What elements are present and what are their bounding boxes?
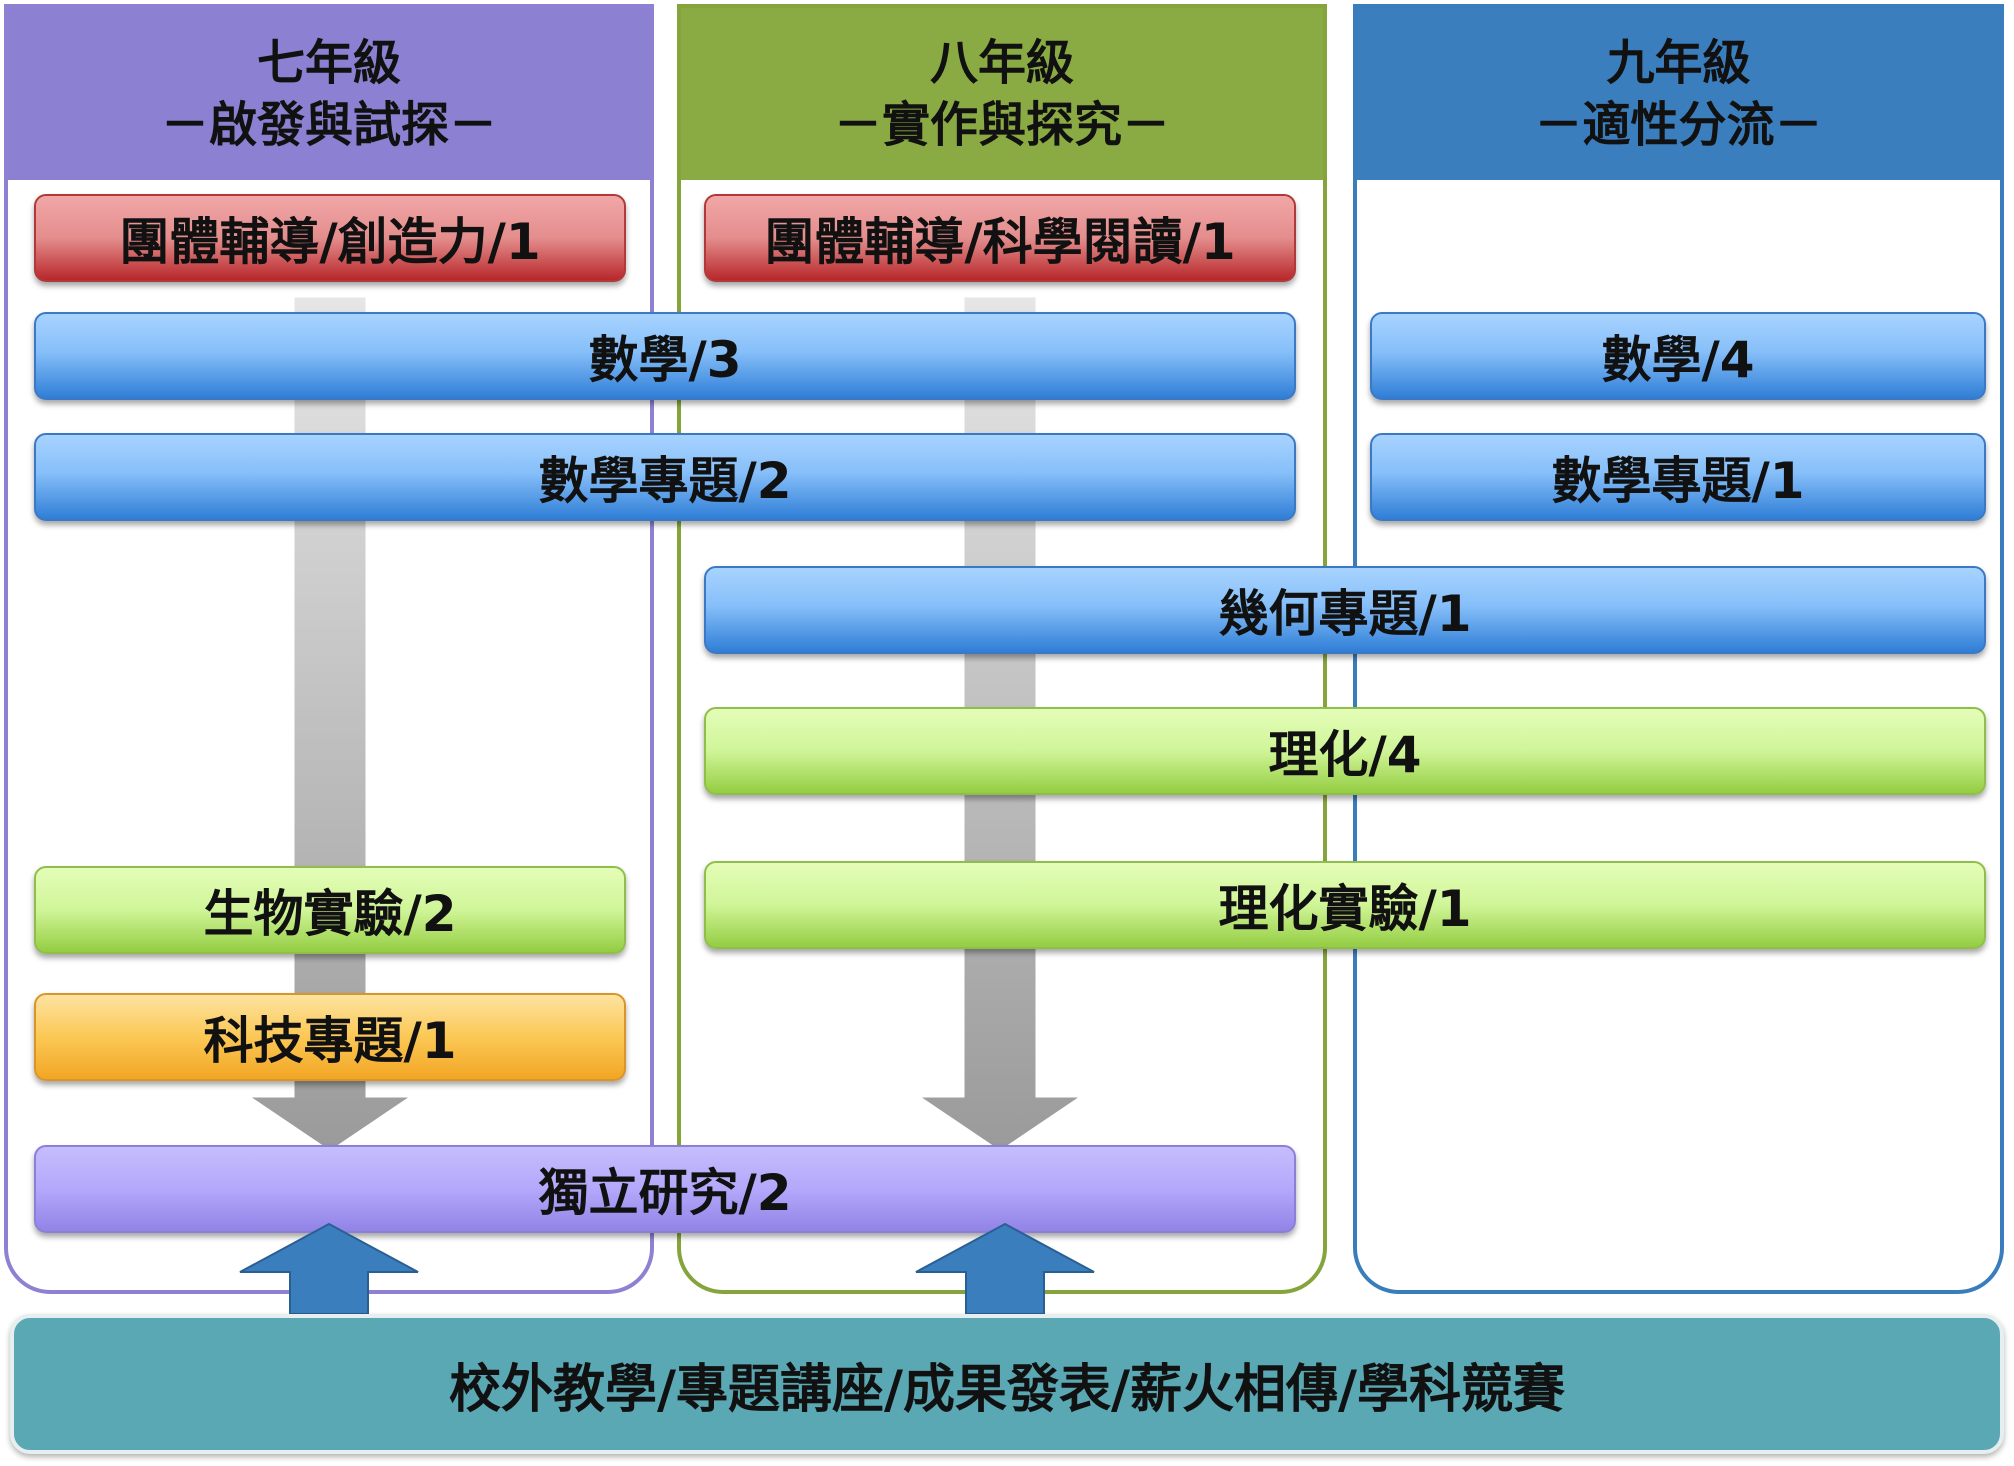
course-label: 生物實驗/2 [203, 885, 457, 943]
grade8-up-arrow [915, 1222, 1095, 1314]
grade8-title: 八年級 [929, 35, 1074, 91]
grade8-subtitle: －實作與探究－ [833, 97, 1170, 153]
course-label: 數學專題/1 [1551, 452, 1805, 510]
grade7-flow-arrow [245, 296, 415, 1152]
course-math-g9: 數學/4 [1370, 312, 1986, 400]
course-label: 獨立研究/2 [538, 1164, 792, 1222]
course-independent-study: 獨立研究/2 [34, 1145, 1296, 1233]
course-biology-lab: 生物實驗/2 [34, 866, 626, 954]
grade9-subtitle: －適性分流－ [1534, 97, 1823, 153]
course-label: 團體輔導/創造力/1 [119, 213, 541, 271]
grade7-header: 七年級 －啟發與試探－ [8, 8, 650, 180]
grade7-subtitle: －啟發與試探－ [160, 97, 497, 153]
course-label: 科技專題/1 [203, 1012, 457, 1070]
course-math-topic-g9: 數學專題/1 [1370, 433, 1986, 521]
course-geometry-topic: 幾何專題/1 [704, 566, 1986, 654]
course-math-g7-g8: 數學/3 [34, 312, 1296, 400]
grade9-header: 九年級 －適性分流－ [1357, 8, 2000, 180]
grade9-title: 九年級 [1606, 35, 1751, 91]
extracurricular-label: 校外教學/專題講座/成果發表/薪火相傳/學科競賽 [449, 1359, 1565, 1420]
course-label: 數學專題/2 [538, 452, 792, 510]
course-label: 幾何專題/1 [1218, 585, 1472, 643]
grade7-up-arrow [239, 1222, 419, 1314]
course-label: 數學/3 [588, 331, 742, 389]
grade7-title: 七年級 [256, 35, 401, 91]
course-physics-chemistry-lab: 理化實驗/1 [704, 861, 1986, 949]
course-label: 數學/4 [1601, 331, 1755, 389]
grade8-header: 八年級 －實作與探究－ [681, 8, 1323, 180]
course-physics-chemistry: 理化/4 [704, 707, 1986, 795]
course-label: 理化/4 [1268, 726, 1422, 784]
course-label: 理化實驗/1 [1218, 880, 1472, 938]
course-g7-group-guidance: 團體輔導/創造力/1 [34, 194, 626, 282]
course-g8-group-guidance: 團體輔導/科學閱讀/1 [704, 194, 1296, 282]
course-math-topic-g7-g8: 數學專題/2 [34, 433, 1296, 521]
course-tech-topic: 科技專題/1 [34, 993, 626, 1081]
extracurricular-activities-bar: 校外教學/專題講座/成果發表/薪火相傳/學科競賽 [10, 1314, 2004, 1454]
course-label: 團體輔導/科學閱讀/1 [764, 213, 1236, 271]
